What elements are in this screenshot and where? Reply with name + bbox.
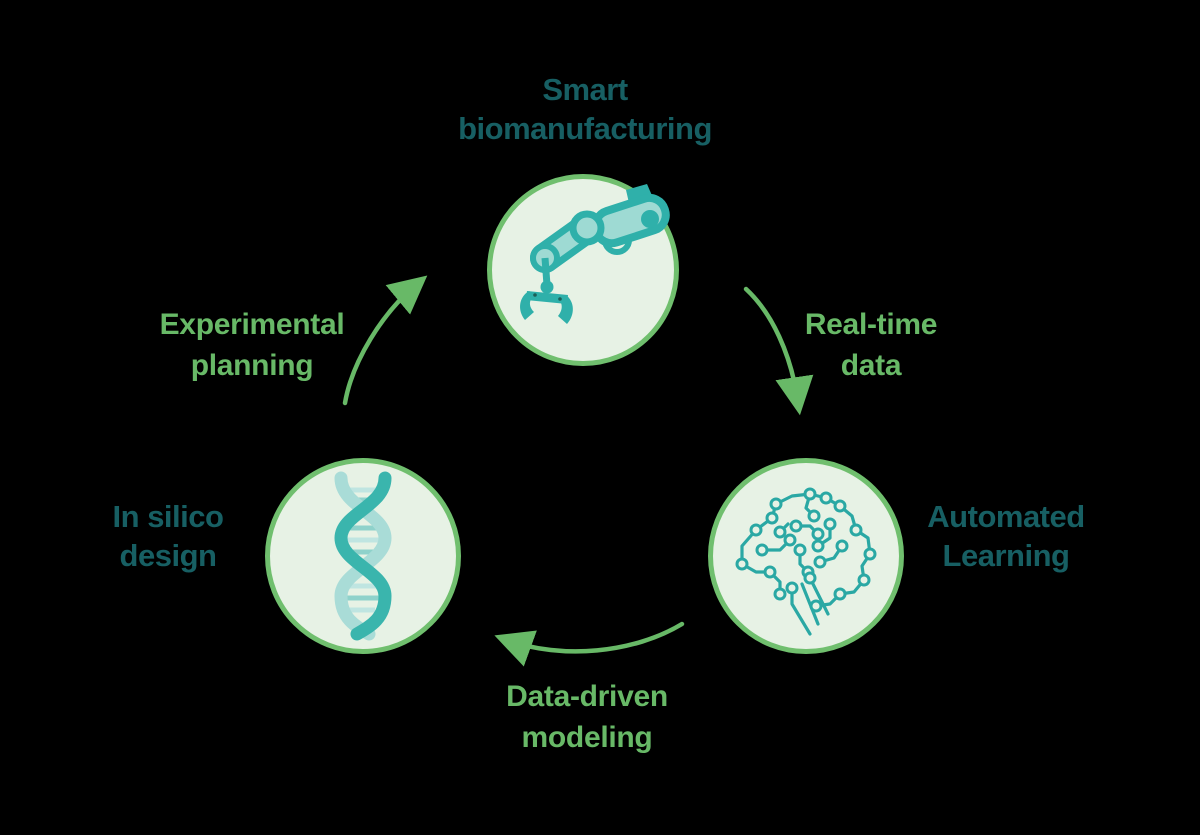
circuit-brain-icon bbox=[735, 487, 877, 636]
robot-arm-icon bbox=[520, 184, 670, 324]
label-line: Learning bbox=[942, 538, 1070, 573]
label-line: Real-time bbox=[804, 308, 938, 341]
label-automated-learning: Automated Learning bbox=[856, 497, 1156, 575]
label-line: design bbox=[119, 538, 217, 573]
label-smart-biomanufacturing: Smart biomanufacturing bbox=[385, 70, 785, 148]
label-line: biomanufacturing bbox=[458, 111, 712, 146]
label-line: In silico bbox=[112, 499, 224, 534]
label-real-time-data: Real-time data bbox=[741, 304, 1001, 386]
label-line: Automated bbox=[927, 499, 1085, 534]
label-line: modeling bbox=[521, 721, 653, 754]
label-line: Smart bbox=[542, 72, 628, 107]
label-line: Experimental bbox=[159, 308, 345, 341]
label-in-silico-design: In silico design bbox=[43, 497, 293, 575]
label-experimental-planning: Experimental planning bbox=[102, 304, 402, 386]
arrow-data-driven-modeling bbox=[494, 621, 685, 667]
label-line: Data-driven bbox=[506, 680, 668, 713]
arrow-experimental-planning bbox=[342, 275, 428, 406]
label-line: data bbox=[840, 349, 902, 382]
label-data-driven-modeling: Data-driven modeling bbox=[437, 676, 737, 758]
dna-helix-icon bbox=[334, 471, 392, 641]
label-line: planning bbox=[190, 349, 314, 382]
arrow-real-time-data bbox=[743, 286, 814, 416]
